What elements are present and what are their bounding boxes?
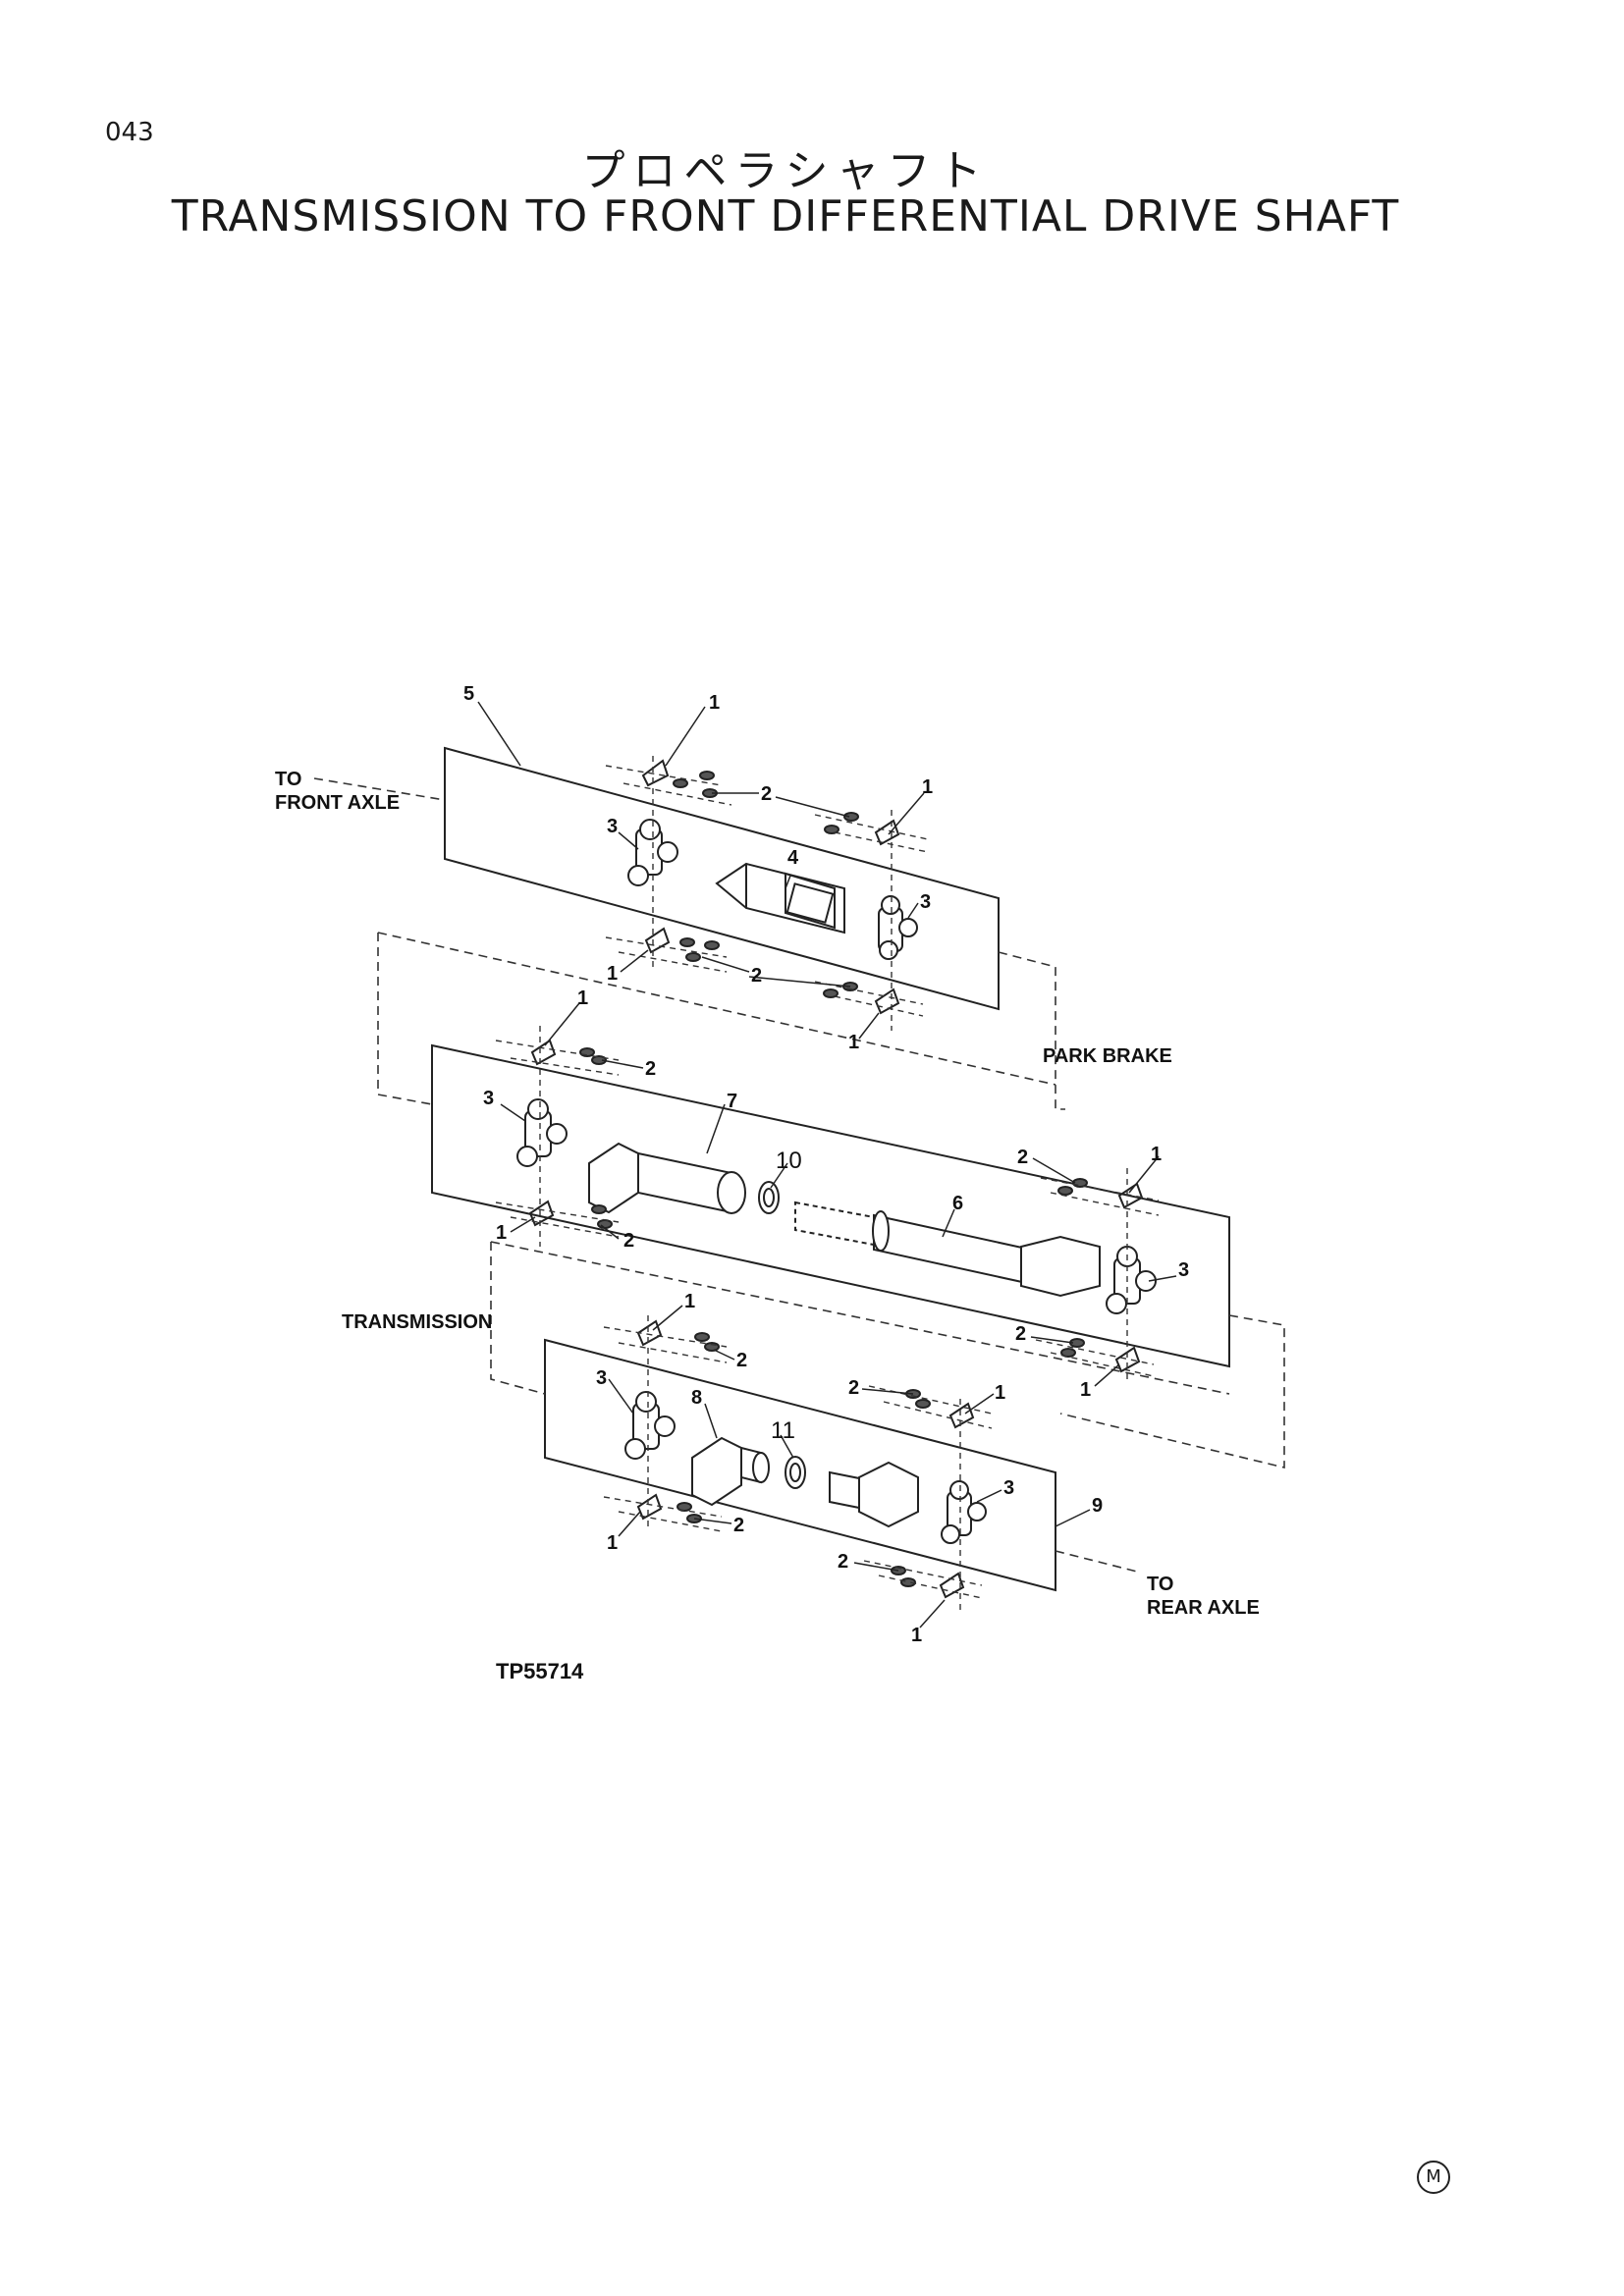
callout-1: 1: [607, 1532, 618, 1554]
slip-yoke: [691, 1436, 770, 1507]
title-japanese: プロペラシャフト: [581, 146, 990, 196]
callout-1: 1: [848, 1032, 859, 1053]
seal-ring: [758, 1181, 780, 1214]
retainer-straps: [528, 1039, 1144, 1373]
dashed-connection-lines: [313, 777, 1285, 1574]
slip-yoke-tube: [588, 1142, 746, 1214]
callout-2: 2: [733, 1515, 744, 1536]
shaft-tube: [715, 862, 845, 934]
callout-11: 11: [771, 1417, 795, 1444]
universal-joint: [627, 819, 678, 886]
callout-6: 6: [952, 1193, 963, 1214]
callout-2: 2: [848, 1377, 859, 1399]
label-to-rear-axle-line1: TO: [1147, 1574, 1173, 1595]
callout-1: 1: [709, 692, 720, 714]
panel-front-shaft: [444, 746, 1000, 1011]
rear-axis-dashes: [603, 1315, 993, 1610]
callout-1: 1: [1080, 1379, 1091, 1401]
callout-9: 9: [1092, 1495, 1103, 1517]
front-axis-dashes: [605, 756, 929, 1031]
page-number: 043: [105, 118, 154, 147]
label-park-brake: PARK BRAKE: [1043, 1045, 1172, 1067]
universal-joint: [941, 1480, 987, 1544]
bearing-caps: [673, 771, 859, 998]
callout-10: 10: [776, 1148, 802, 1174]
callout-numbers: 5 1 2 1 3 4 3 1 2 1 1 2 3 7 10 6 2 1 3 1…: [463, 683, 1189, 1646]
callout-1: 1: [607, 963, 618, 985]
callout-2: 2: [645, 1058, 656, 1080]
retainer-straps: [636, 1319, 975, 1599]
callout-2: 2: [1017, 1147, 1028, 1168]
callout-1: 1: [922, 776, 933, 798]
callout-3: 3: [607, 816, 618, 837]
rear-shaft-parts: [624, 1319, 987, 1599]
yoke-tube: [829, 1461, 919, 1528]
callout-2: 2: [1015, 1323, 1026, 1345]
middle-axis-dashes: [495, 1026, 1160, 1384]
universal-joint: [1106, 1246, 1157, 1314]
callout-1: 1: [911, 1625, 922, 1646]
label-transmission: TRANSMISSION: [342, 1311, 492, 1333]
figure-code: TP55714: [496, 1659, 584, 1683]
label-to-front-axle-line2: FRONT AXLE: [275, 792, 400, 814]
callout-1: 1: [684, 1291, 695, 1312]
location-labels: TO FRONT AXLE PARK BRAKE TRANSMISSION TO…: [275, 769, 1260, 1683]
panel-middle-shaft: [431, 1043, 1230, 1368]
manufacturer-mark: M: [1417, 2161, 1450, 2194]
middle-shaft-parts: [516, 1039, 1157, 1373]
panel-rear-shaft: [544, 1338, 1056, 1592]
callout-1: 1: [496, 1222, 507, 1244]
title-english: TRANSMISSION TO FRONT DIFFERENTIAL DRIVE…: [171, 191, 1400, 241]
callout-3: 3: [1178, 1259, 1189, 1281]
callout-2: 2: [761, 783, 772, 805]
callout-1: 1: [995, 1382, 1005, 1404]
drive-tube: [794, 1201, 1101, 1298]
leader-lines: [477, 701, 1177, 1629]
callout-2: 2: [623, 1230, 634, 1252]
callout-3: 3: [1003, 1477, 1014, 1499]
universal-joint: [878, 895, 918, 960]
label-to-front-axle-line1: TO: [275, 769, 301, 790]
callout-1: 1: [577, 988, 588, 1009]
callout-3: 3: [920, 891, 931, 913]
callout-2: 2: [751, 965, 762, 987]
callout-7: 7: [727, 1091, 737, 1112]
universal-joint: [516, 1098, 568, 1167]
callout-4: 4: [787, 847, 799, 869]
callout-5: 5: [463, 683, 474, 705]
callout-8: 8: [691, 1387, 702, 1409]
callout-3: 3: [483, 1088, 494, 1109]
seal-ring: [785, 1456, 806, 1489]
front-shaft-parts: [627, 759, 918, 1015]
callout-3: 3: [596, 1367, 607, 1389]
retainer-straps: [641, 759, 900, 1015]
callout-2: 2: [736, 1350, 747, 1371]
universal-joint: [624, 1391, 676, 1460]
callout-1: 1: [1151, 1144, 1162, 1165]
label-to-rear-axle-line2: REAR AXLE: [1147, 1597, 1260, 1619]
callout-2: 2: [838, 1551, 848, 1573]
